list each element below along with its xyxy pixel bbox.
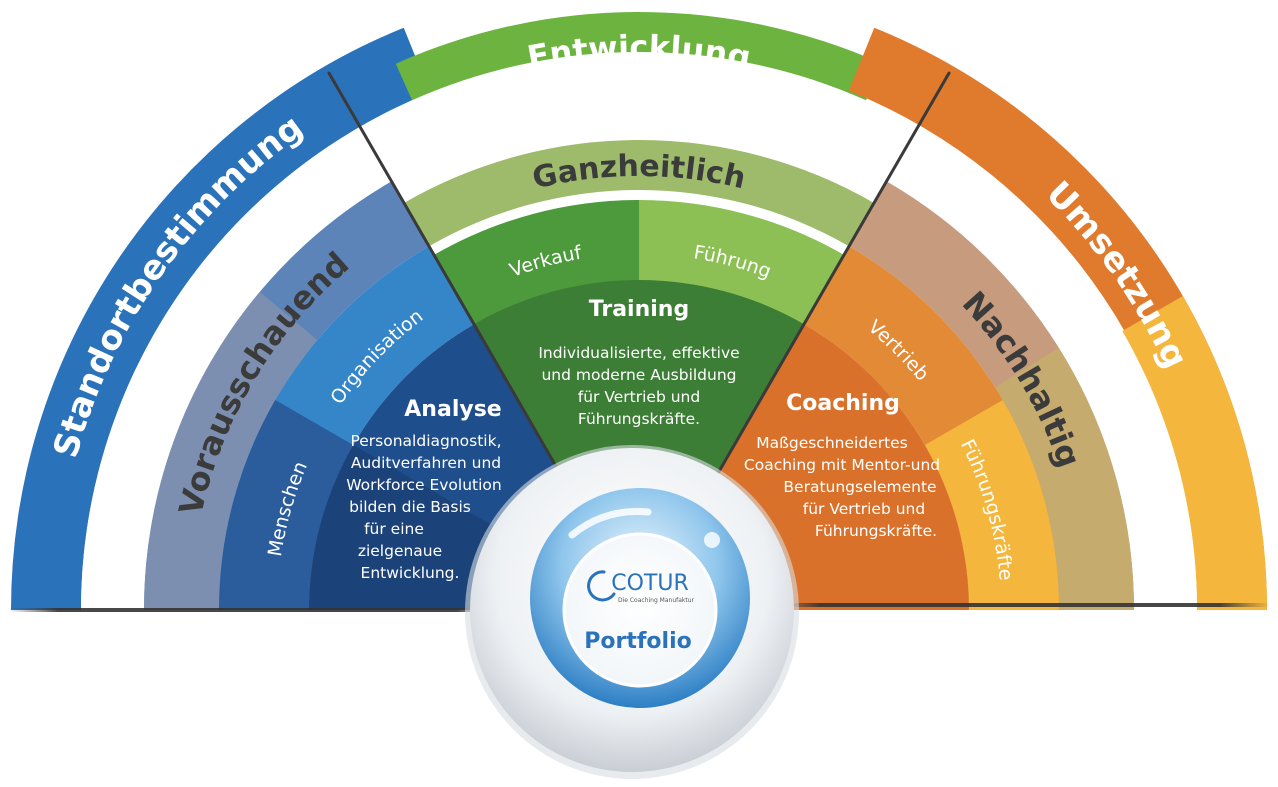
training-line: Individualisierte, effektive xyxy=(538,344,739,362)
training-title: Training xyxy=(589,297,689,322)
coaching-line: für Vertrieb und xyxy=(803,500,925,518)
coaching-title: Coaching xyxy=(786,391,900,416)
training-line: Führungskräfte. xyxy=(578,410,700,428)
divider-right xyxy=(712,71,951,482)
logo-wordmark: COTUR xyxy=(611,571,689,596)
band-verkauf xyxy=(434,200,639,333)
sector-dividers xyxy=(327,71,951,482)
band-umsetzung-yellow xyxy=(1122,296,1267,610)
analyse-line: Personaldiagnostik, xyxy=(350,432,501,450)
sector-analyse: Analyse Personaldiagnostik, Auditverfahr… xyxy=(346,397,501,582)
sector-training: Training Individualisierte, effektive un… xyxy=(538,297,739,428)
band-gap xyxy=(81,52,1197,610)
analyse-line: zielgenaue xyxy=(358,542,442,560)
training-line: für Vertrieb und xyxy=(578,388,700,406)
band-standortbestimmung xyxy=(10,27,430,611)
hub: COTUR Die Coaching Manufaktur Portfolio xyxy=(465,445,799,779)
core-analyse-lower xyxy=(309,445,510,610)
analyse-line: bilden die Basis xyxy=(349,498,471,516)
baseline-right xyxy=(770,603,1270,607)
baseline-left xyxy=(8,608,506,612)
sector-coaching: Coaching Maßgeschneidertes Coaching mit … xyxy=(744,391,940,540)
hub-highlight xyxy=(568,508,652,539)
divider-left xyxy=(327,71,566,482)
core-training xyxy=(474,279,804,481)
band-fuehrung xyxy=(639,200,844,333)
analyse-line: Auditverfahren und xyxy=(351,454,501,472)
band-nachhaltig-lower xyxy=(995,347,1134,610)
coaching-line: Beratungselemente xyxy=(783,478,936,496)
cotur-logo: COTUR Die Coaching Manufaktur xyxy=(587,570,695,604)
logo-swoosh-icon xyxy=(587,570,616,602)
training-line: und moderne Ausbildung xyxy=(541,366,736,384)
ring-bands xyxy=(10,11,1267,611)
band-fuehrungskraefte xyxy=(924,400,1059,610)
coaching-line: Coaching mit Mentor-und xyxy=(744,456,940,474)
band-menschen xyxy=(219,400,354,610)
coaching-line: Führungskräfte. xyxy=(815,522,937,540)
analyse-line: Workforce Evolution xyxy=(346,476,501,494)
analyse-line: Entwicklung. xyxy=(361,564,460,582)
analyse-title: Analyse xyxy=(404,397,501,422)
hub-center xyxy=(562,532,718,688)
portfolio-label: Portfolio xyxy=(584,629,692,654)
coaching-line: Maßgeschneidertes xyxy=(756,434,908,452)
analyse-line: für eine xyxy=(364,520,424,538)
logo-tagline: Die Coaching Manufaktur xyxy=(618,597,695,604)
band-ganzheitlich xyxy=(404,139,874,247)
band-vorausschauend-lower xyxy=(144,291,318,610)
